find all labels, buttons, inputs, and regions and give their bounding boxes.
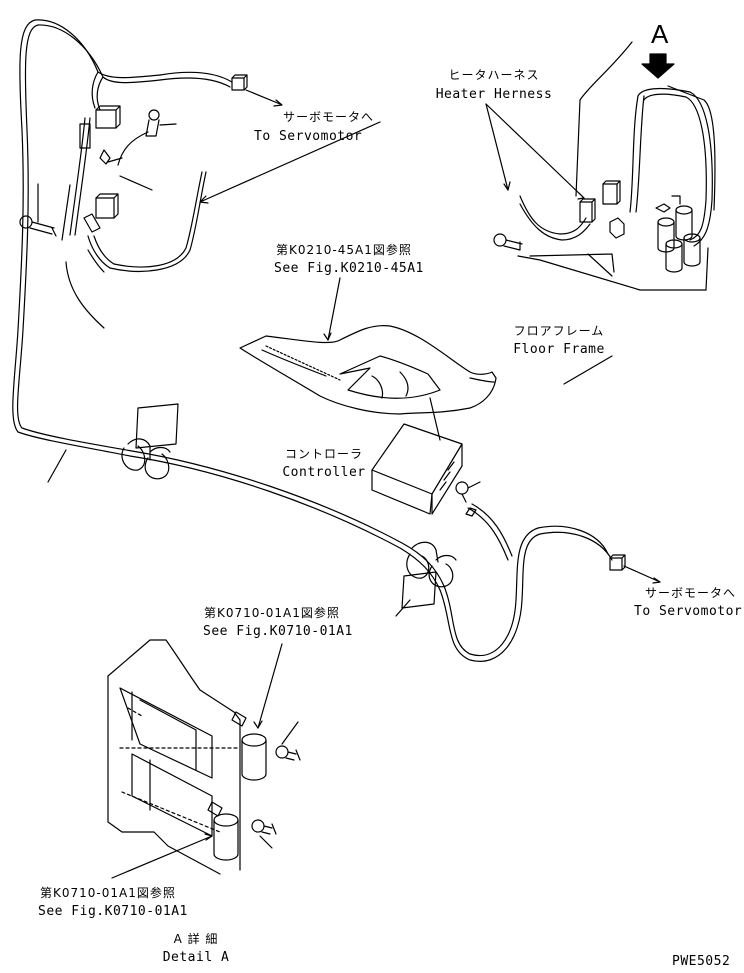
controller-label-en: Controller (282, 465, 366, 480)
servo-right-label-en: To Servomotor (634, 604, 743, 619)
servo-right-label-jp: サーボモータへ (645, 586, 737, 600)
detail-a-label-jp: A 詳 細 (173, 932, 219, 946)
fig-k0710-mid-label-en: See Fig.K0710-01A1 (203, 624, 353, 639)
top-connectors (79, 74, 248, 191)
mid-clamp (395, 541, 457, 617)
fig-k0710-low-label-en: See Fig.K0710-01A1 (38, 904, 188, 919)
detail-a-label-en: Detail A (162, 950, 230, 965)
floor-frame-label-en: Floor Frame (513, 342, 605, 357)
controller-label-jp: コントローラ (284, 447, 363, 461)
fig-k0210-label-jp: 第K0210-45A1図参照 (276, 243, 412, 257)
servo-top-label-jp: サーボモータへ (283, 110, 375, 124)
heater-harness-label-jp: ヒータハーネス (448, 68, 540, 82)
view-arrow (641, 53, 675, 79)
left-connectors (19, 171, 207, 329)
controller-box (371, 397, 481, 517)
fig-k0210-label-en: See Fig.K0210-45A1 (274, 261, 424, 276)
drawing-code: PWE5052 (672, 954, 731, 969)
view-a-letter: A (651, 19, 669, 49)
heater-assembly (493, 41, 716, 291)
detail-a (107, 639, 301, 875)
floor-frame-label-jp: フロアフレーム (513, 324, 605, 338)
main-harness (12, 19, 445, 591)
servo-top-label-en: To Servomotor (254, 129, 363, 144)
fig-k0710-low-label-jp: 第K0710-01A1図参照 (40, 886, 176, 900)
floor-frame (239, 325, 497, 415)
lower-harness (439, 503, 626, 662)
leader-lines (111, 89, 661, 879)
heater-harness-label-en: Heater Herness (435, 87, 553, 102)
left-clamp (47, 403, 179, 483)
fig-k0710-mid-label-jp: 第K0710-01A1図参照 (204, 606, 340, 620)
